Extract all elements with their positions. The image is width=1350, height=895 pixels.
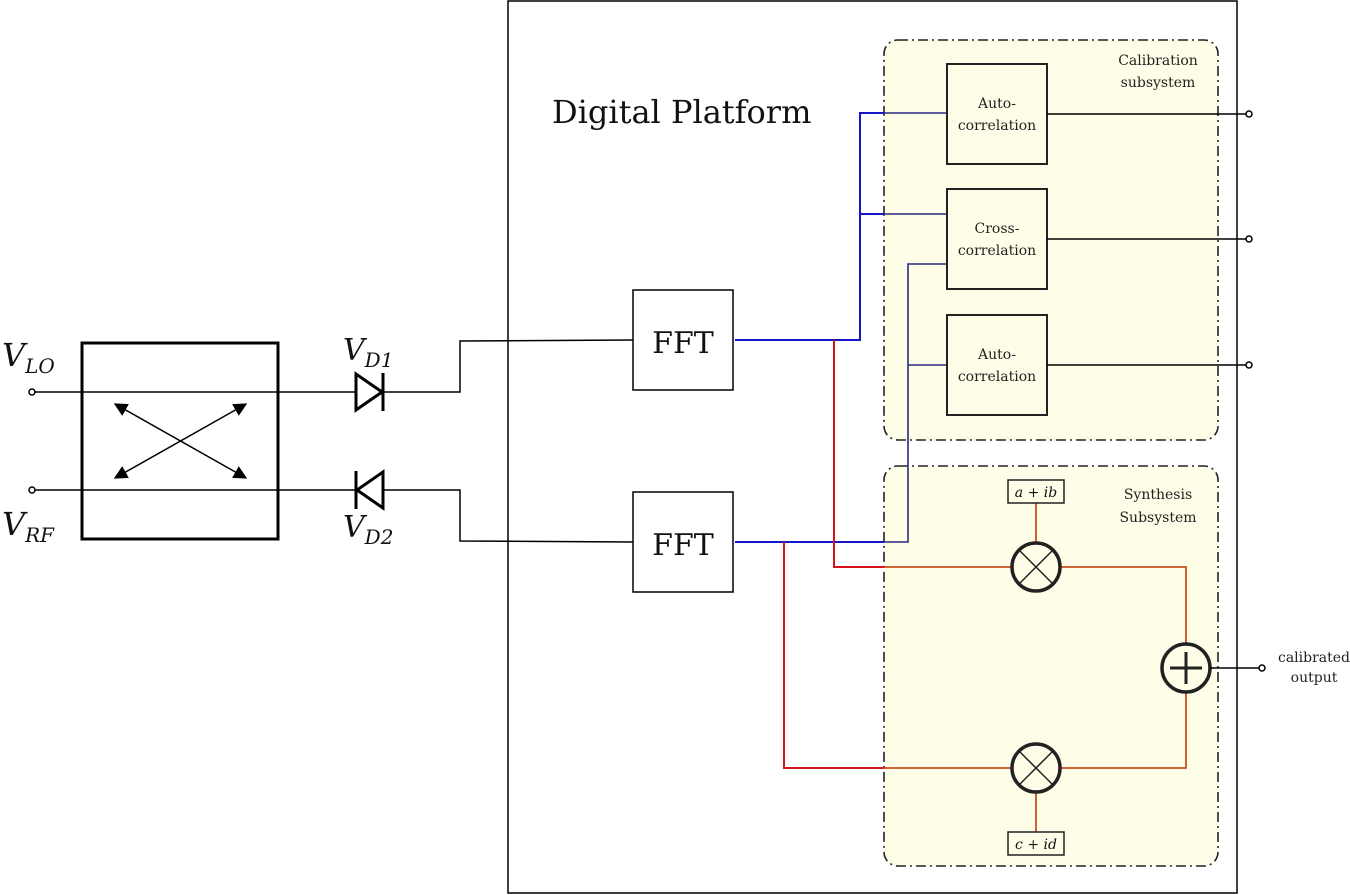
mixer-bottom-icon: [1010, 742, 1062, 794]
digital-platform-box: [507, 0, 1238, 894]
autocorrelation-1-output-terminal: [1245, 110, 1253, 118]
fft-top-red-wire: [833, 340, 884, 568]
d1-to-fft-wire: [384, 339, 634, 393]
calibrated-output-line2: output: [1291, 670, 1338, 686]
autocorrelation-2-output-terminal: [1245, 361, 1253, 369]
mixer-top-output-wire: [1061, 566, 1187, 643]
diode-d1: [354, 371, 385, 413]
summer-icon: [1160, 642, 1212, 694]
autocorrelation-1-line2: correlation: [958, 118, 1036, 134]
fft-bottom-navy-wire: [884, 263, 947, 543]
fft-top-blue-wire: [735, 112, 884, 341]
coef-bottom-label: c + id: [1015, 837, 1057, 853]
platform-title: Digital Platform: [552, 93, 811, 131]
vd1-label: VD1: [343, 333, 393, 372]
coef-bottom-box: [1007, 831, 1065, 856]
hybrid-coupler-box: [80, 341, 280, 541]
crosscorrelation-line1: Cross-: [975, 221, 1020, 237]
vlo-terminal: [28, 388, 36, 396]
crosscorrelation-block: [946, 188, 1048, 290]
coef-top-box: [1007, 479, 1065, 504]
mixer-top-icon: [1010, 541, 1062, 593]
diode-d2: [354, 469, 385, 511]
autocorrelation-block-2: [946, 314, 1048, 416]
calibration-title-line2: subsystem: [1121, 75, 1196, 91]
fft-top-box: [632, 289, 734, 391]
crosscorrelation-line2: correlation: [958, 243, 1036, 259]
synthesis-title-line1: Synthesis: [1124, 487, 1192, 503]
fft-bottom-box: [632, 491, 734, 593]
fft-top-label: FFT: [652, 326, 714, 361]
coef-top-label: a + ib: [1015, 485, 1057, 501]
autocorrelation-1-line1: Auto-: [977, 96, 1016, 112]
vrf-label: VRF: [2, 505, 55, 547]
mixer-bottom-output-wire: [1061, 693, 1187, 769]
autocorrelation-2-line2: correlation: [958, 369, 1036, 385]
calibrated-output-terminal: [1258, 664, 1266, 672]
calibrated-output-line1: calibrated: [1278, 650, 1350, 666]
vd2-label: VD2: [343, 510, 393, 549]
synthesis-subsystem-region: [883, 465, 1219, 867]
fft-bottom-label: FFT: [652, 528, 714, 563]
autocorrelation-2-line1: Auto-: [977, 347, 1016, 363]
calibration-subsystem-region: [883, 39, 1219, 441]
vlo-label: VLO: [2, 336, 55, 378]
autocorrelation-block-1: [946, 63, 1048, 165]
coupler-arrow-2: [113, 403, 248, 479]
vrf-terminal: [28, 486, 36, 494]
crosscorrelation-output-terminal: [1245, 235, 1253, 243]
fft-bottom-red-wire: [783, 542, 884, 769]
calibration-title-line1: Calibration: [1118, 53, 1198, 69]
synthesis-title-line2: Subsystem: [1119, 510, 1196, 526]
d2-to-fft-wire: [384, 489, 634, 543]
